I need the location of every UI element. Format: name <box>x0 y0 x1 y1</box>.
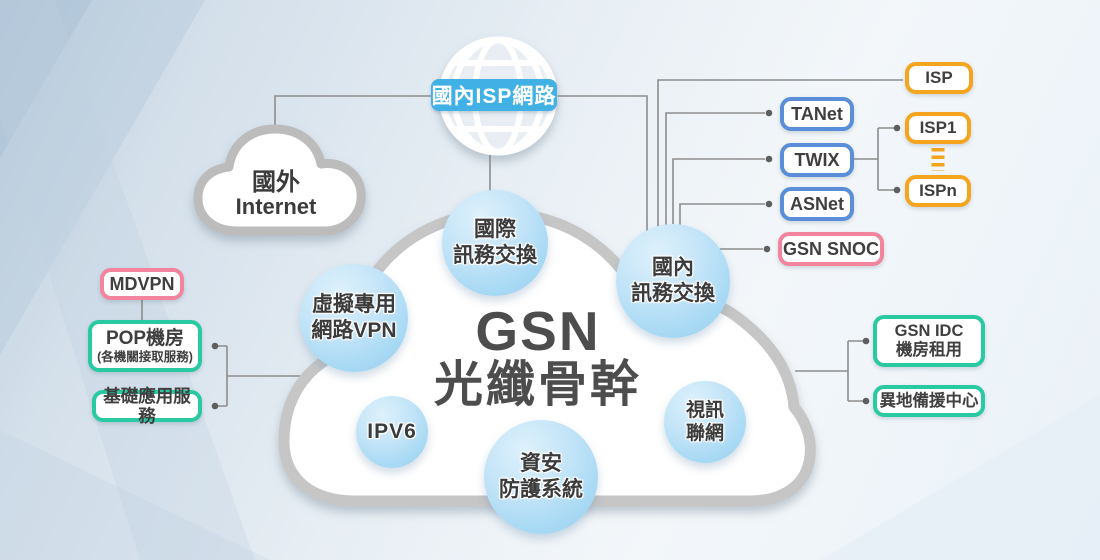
node-label: ISPn <box>919 181 957 201</box>
banner-label: 國內ISP網路 <box>431 85 557 108</box>
node-label: 基礎應用服務 <box>103 385 191 426</box>
bubble-label: 資安 <box>520 452 562 476</box>
node-label: TWIX <box>794 149 840 170</box>
bubble-label: 網路VPN <box>311 319 397 342</box>
bubble-domestic-exchange: 國內 訊務交換 <box>616 224 730 338</box>
bubble-label: IPV6 <box>367 420 417 444</box>
wire-twix-to-isp1-ispn <box>854 127 894 191</box>
node-twix: TWIX <box>780 143 854 177</box>
bubble-label: 聯網 <box>685 423 724 444</box>
wire-cloud-to-idc-backup <box>795 340 863 402</box>
node-label: 機房租用 <box>896 341 962 359</box>
node-sublabel: (各機關接取服務) <box>97 349 193 364</box>
internet-cloud-label: 國外 Internet <box>200 170 352 218</box>
bubble-label: 國內 <box>652 256 694 280</box>
wire-domestic-to-twix <box>672 158 765 245</box>
wire-pop-basic-to-cloud <box>217 345 300 407</box>
node-tanet: TANet <box>780 97 854 131</box>
node-ispn: ISPn <box>905 175 971 207</box>
node-label: ISP1 <box>919 118 957 138</box>
bubble-label: 訊務交換 <box>631 282 715 305</box>
bubble-label: 國際 <box>474 218 516 242</box>
wire-domestic-to-tanet <box>665 112 765 245</box>
domestic-isp-network-banner: 國內ISP網路 <box>431 79 557 111</box>
bubble-label: 虛擬專用 <box>312 293 396 317</box>
bubble-ipv6: IPV6 <box>356 396 428 468</box>
internet-cloud-label-zh: 國外 <box>252 169 300 196</box>
title-line2: 光纖骨幹 <box>433 358 642 413</box>
title-line1: GSN <box>475 300 601 362</box>
node-isp: ISP <box>905 62 973 94</box>
node-backup-center: 異地備援中心 <box>873 385 985 417</box>
node-label: MDVPN <box>109 273 175 294</box>
node-gsn-idc: GSN IDC 機房租用 <box>873 315 985 367</box>
gsn-backbone-title: GSN 光纖骨幹 <box>407 302 669 412</box>
node-label: ISP <box>925 68 953 88</box>
bubble-vpn: 虛擬專用 網路VPN <box>300 264 408 372</box>
node-label: 異地備援中心 <box>879 391 979 410</box>
node-label: POP機房 <box>105 327 185 349</box>
bubble-international-exchange: 國際 訊務交換 <box>442 190 548 296</box>
internet-cloud <box>193 124 366 236</box>
bubble-video-network: 視訊 聯網 <box>664 381 746 463</box>
node-pop-room: POP機房 (各機關接取服務) <box>88 320 202 372</box>
node-basic-services: 基礎應用服務 <box>92 386 202 426</box>
internet-cloud-label-en: Internet <box>235 194 317 220</box>
node-asnet: ASNet <box>780 187 854 221</box>
bubble-label: 訊務交換 <box>453 244 537 267</box>
bubble-label: 防護系統 <box>499 478 583 501</box>
node-label: GSN IDC <box>894 322 964 341</box>
wire-endpoint-dots <box>211 109 901 410</box>
node-gsn-snoc: GSN SNOC <box>778 232 884 266</box>
bubble-label: 視訊 <box>685 399 724 421</box>
node-label: GSN SNOC <box>782 238 879 259</box>
wire-banner-to-domestic-exchange <box>556 95 648 245</box>
node-isp1: ISP1 <box>905 112 971 144</box>
bubble-security-system: 資安 防護系統 <box>484 420 598 534</box>
wire-domestic-to-isp <box>657 79 903 245</box>
node-label: TANet <box>791 103 843 124</box>
node-mdvpn: MDVPN <box>100 268 184 300</box>
node-label: ASNet <box>789 193 844 214</box>
